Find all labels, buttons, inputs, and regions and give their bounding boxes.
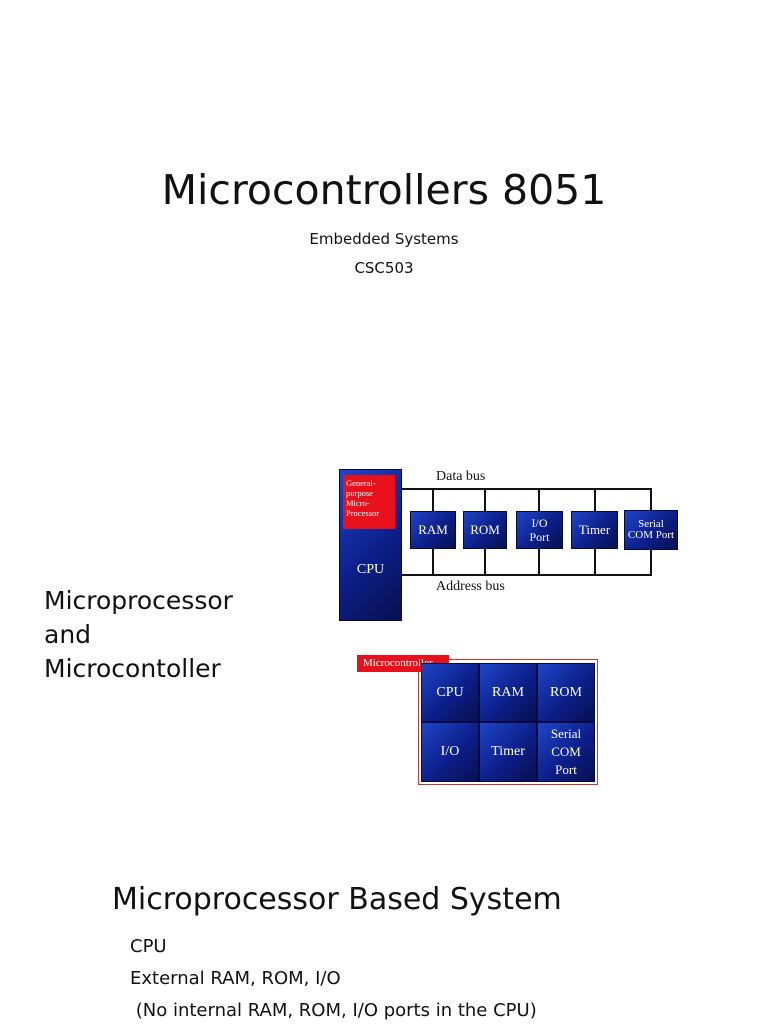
- bullet-item: External RAM, ROM, I/O: [130, 968, 341, 989]
- mc-ram-cell: RAM: [479, 663, 537, 722]
- mc-serial-com-port-cell: Serial COM Port: [537, 722, 595, 782]
- address-bus-label: Address bus: [436, 579, 505, 594]
- microprocessor-system-heading: Microprocessor Based System: [112, 882, 562, 917]
- serial-com-port-block: Serial COM Port: [624, 510, 678, 550]
- io-port-block: I/O Port: [516, 511, 563, 549]
- mc-timer-cell: Timer: [479, 722, 537, 782]
- ram-block: RAM: [410, 511, 456, 549]
- mc-cpu-cell: CPU: [421, 663, 479, 722]
- data-bus-line: [402, 488, 652, 490]
- microprocessor-diagram: CPU General-purpose Micro-Processor Data…: [336, 466, 682, 626]
- mc-rom-cell: ROM: [537, 663, 595, 722]
- bullet-item: CPU: [130, 936, 167, 957]
- mc-io-cell: I/O: [421, 722, 479, 782]
- bullet-item: (No internal RAM, ROM, I/O ports in the …: [130, 1000, 537, 1021]
- slide-subtitle-course: Embedded Systems: [309, 230, 459, 248]
- slide-title: Microcontrollers 8051: [161, 166, 607, 214]
- microcontroller-outline: [418, 659, 598, 785]
- timer-block: Timer: [571, 511, 618, 549]
- cpu-tag: General-purpose Micro-Processor: [343, 475, 395, 529]
- rom-block: ROM: [463, 511, 507, 549]
- microprocessor-microcontroller-heading: Microprocessor and Microcontoller: [44, 586, 233, 683]
- data-bus-label: Data bus: [436, 469, 486, 484]
- slide-subtitle-code: CSC503: [354, 259, 414, 277]
- microcontroller-diagram: Microcontroller CPU RAM ROM I/O Timer Se…: [356, 653, 600, 787]
- address-bus-line: [402, 574, 652, 576]
